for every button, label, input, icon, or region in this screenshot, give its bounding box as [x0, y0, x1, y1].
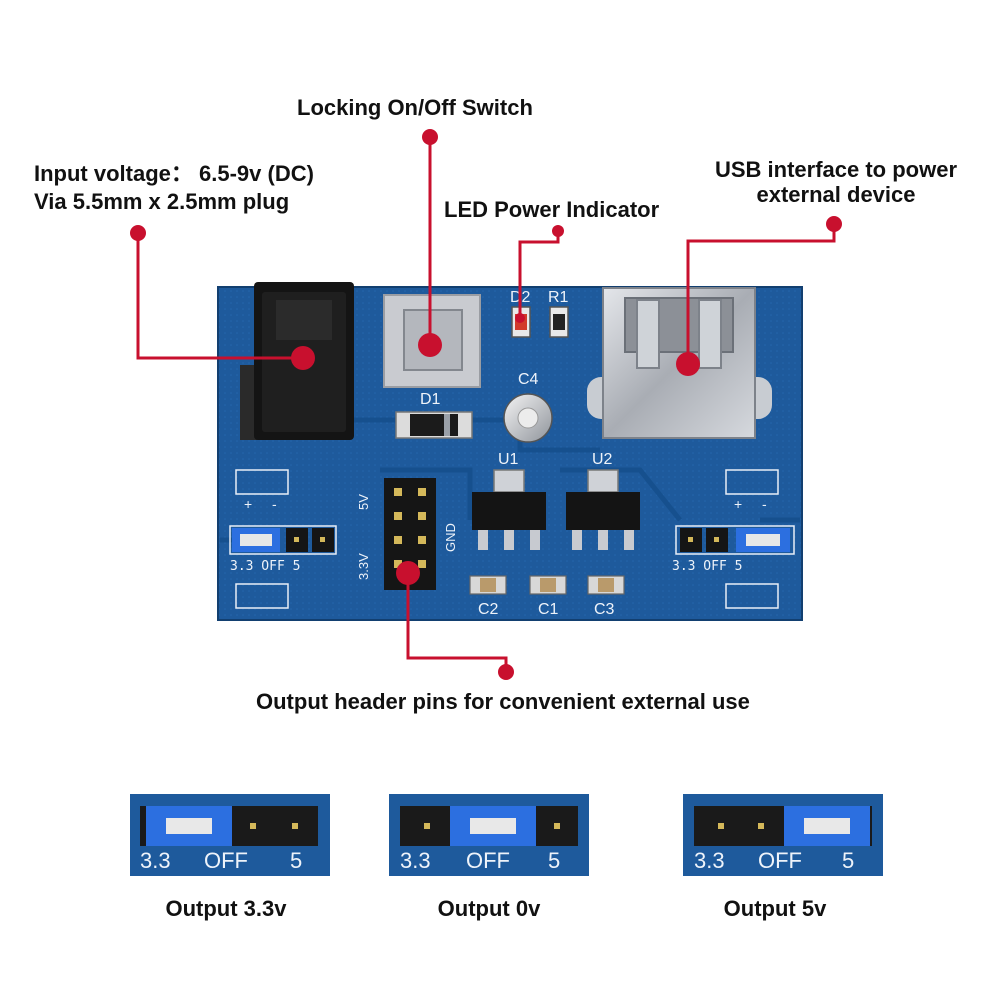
label-input-plug: Via 5.5mm x 2.5mm plug	[34, 189, 290, 214]
silk-left-row: 3.3 OFF 5	[230, 559, 300, 574]
silk-right-row: 3.3 OFF 5	[672, 559, 742, 574]
regulator-u1	[472, 469, 546, 550]
caption-output-3v3: Output 3.3v	[165, 896, 287, 921]
capacitor-c4	[503, 393, 553, 443]
regulator-u2	[566, 469, 640, 550]
jumper-1-label-off: OFF	[204, 848, 248, 873]
label-usb-line1: USB interface to power	[714, 157, 958, 182]
resistor-r1	[549, 306, 569, 338]
jumper-1-label-33: 3.3	[140, 848, 171, 873]
label-led: LED Power Indicator	[444, 197, 660, 222]
jumper-2-label-off: OFF	[466, 848, 510, 873]
leader-dots	[130, 129, 842, 680]
silk-u1: U1	[498, 451, 519, 468]
silk-c2: C2	[478, 601, 499, 618]
jumper-2-label-5: 5	[548, 848, 560, 873]
silk-5v: 5V	[356, 494, 371, 510]
silk-gnd: GND	[443, 523, 458, 552]
right-rail-pads	[725, 469, 779, 609]
left-jumper-row	[229, 525, 337, 555]
silk-3v3: 3.3V	[356, 553, 371, 580]
capacitor-c1	[529, 575, 567, 595]
silk-d1: D1	[420, 391, 441, 408]
silk-plus-left: +	[244, 496, 252, 512]
diode-d1	[395, 411, 473, 439]
jumper-detail-5v	[683, 794, 883, 876]
jumper-2-label-33: 3.3	[400, 848, 431, 873]
silk-c3: C3	[594, 601, 615, 618]
silk-minus-left: -	[272, 496, 277, 512]
label-switch: Locking On/Off Switch	[297, 95, 533, 120]
silk-r1: R1	[548, 289, 569, 306]
label-header: Output header pins for convenient extern…	[256, 689, 750, 714]
caption-output-0v: Output 0v	[437, 896, 541, 921]
capacitor-c2	[469, 575, 507, 595]
jumper-detail-off	[389, 794, 589, 876]
right-jumper-row	[675, 525, 795, 555]
silk-c4: C4	[518, 371, 539, 388]
label-input-voltage: Input voltage： 6.5-9v (DC)	[34, 161, 314, 186]
jumper-3-label-off: OFF	[758, 848, 802, 873]
left-rail-pads	[235, 469, 289, 609]
jumper-detail-3v3	[130, 794, 330, 876]
silk-u2: U2	[592, 451, 613, 468]
capacitor-c3	[587, 575, 625, 595]
silk-minus-right: -	[762, 496, 767, 512]
jumper-3-label-5: 5	[842, 848, 854, 873]
silk-c1: C1	[538, 601, 559, 618]
jumper-3-label-33: 3.3	[694, 848, 725, 873]
silk-plus-right: +	[734, 496, 742, 512]
label-usb-line2: external device	[756, 182, 916, 207]
caption-output-5v: Output 5v	[723, 896, 827, 921]
jumper-1-label-5: 5	[290, 848, 302, 873]
